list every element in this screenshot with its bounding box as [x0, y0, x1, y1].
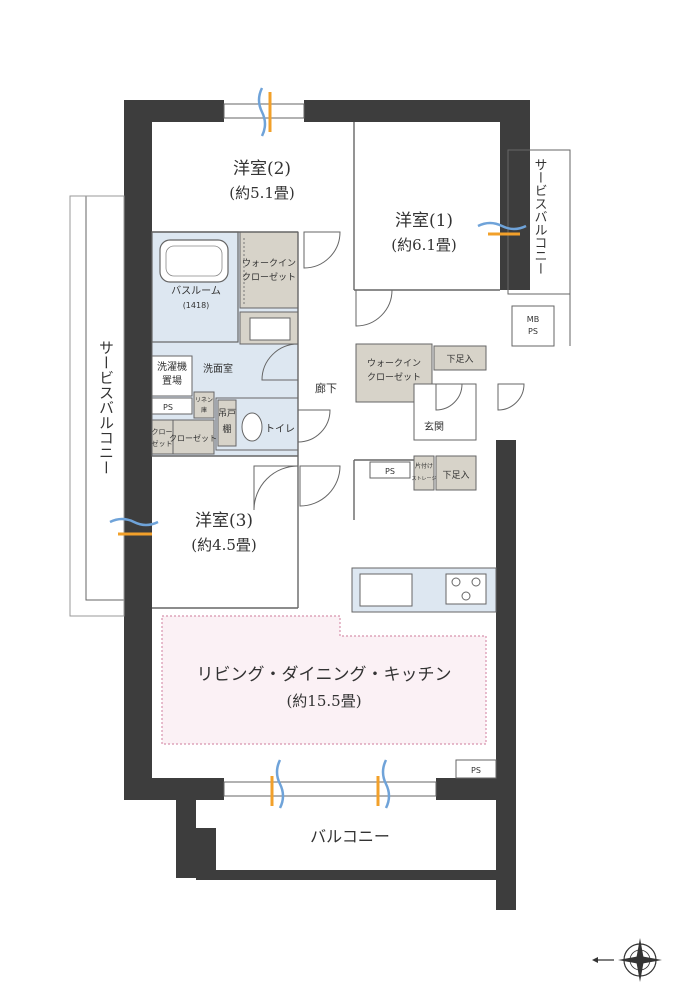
bathroom-size: (1418) — [183, 301, 210, 310]
burner-1 — [451, 577, 461, 587]
air-flow-top-icon — [257, 87, 267, 137]
wic-upper-line2: クローゼット — [242, 271, 296, 283]
door-western2 — [303, 231, 341, 269]
wall-left — [124, 100, 152, 800]
air-flow-left-icon — [109, 517, 159, 527]
storage-shelf — [413, 455, 435, 491]
linen-line1: リネン — [195, 397, 213, 404]
shoe-box-lower-label: 下足入 — [442, 470, 469, 481]
shoe-box-upper — [433, 345, 487, 371]
compass-icon — [592, 938, 662, 982]
washer-space — [151, 355, 193, 397]
entrance-label: 玄関 — [424, 420, 444, 433]
door-entrance — [497, 383, 525, 411]
western-room-1-name: 洋室(1) — [395, 211, 453, 231]
wall-balcony-bottom — [196, 870, 496, 880]
wic-upper-line1: ウォークイン — [242, 258, 296, 269]
wall-top-left — [124, 100, 224, 122]
ventilation-marks — [109, 87, 527, 809]
toilet-label: トイレ — [265, 424, 295, 435]
burner-3 — [461, 591, 471, 601]
shoe-box-upper-label: 下足入 — [446, 354, 473, 365]
bathtub — [159, 239, 229, 283]
mb-ps-label: PS — [528, 327, 538, 336]
mb-label: MB — [527, 315, 539, 324]
wall-bottom-right — [436, 778, 516, 800]
air-flow-bottom2-icon — [381, 759, 391, 809]
service-balcony-right-frame — [507, 149, 571, 295]
ldk-size: (約15.5畳) — [286, 692, 361, 710]
linen-storage — [193, 391, 215, 419]
service-balcony-left-outer — [69, 195, 125, 617]
ldk-area — [161, 615, 487, 745]
shoe-box-lower — [435, 455, 477, 491]
vanity-sink — [249, 317, 291, 341]
ldk-name: リビング・ダイニング・キッチン — [197, 665, 452, 685]
ps-left — [151, 397, 193, 415]
western-room-2-size: (約5.1畳) — [229, 184, 295, 202]
door-western1 — [355, 289, 393, 327]
wall-right-lower — [496, 440, 516, 910]
door-toilet — [297, 409, 331, 443]
washer-line1: 洗濯機 — [157, 360, 187, 373]
walk-in-closet-upper — [239, 231, 299, 309]
bathroom-name: バスルーム — [171, 285, 221, 297]
wall-bottom-left — [124, 778, 224, 800]
door-western3 — [253, 465, 299, 511]
floor-top — [192, 122, 500, 156]
toilet-shelf — [217, 399, 237, 447]
balcony-label: バルコニー — [310, 827, 390, 846]
door-washroom — [261, 343, 299, 381]
ps-bottom-label: PS — [471, 766, 481, 775]
western-room-3-name: 洋室(3) — [195, 511, 253, 531]
storage-shelf-line1: 片付け — [415, 462, 433, 470]
ps-middle — [369, 461, 411, 479]
burner-2 — [471, 577, 481, 587]
washroom-label: 洗面室 — [203, 362, 233, 375]
wic-mid-line1: ウォークイン — [367, 358, 421, 369]
service-balcony-right-label: サービスバルコニー — [532, 158, 548, 275]
bathtub-inner — [165, 245, 223, 277]
closet-a-line2: ゼット — [152, 439, 173, 448]
window-bottom — [223, 781, 437, 797]
air-flow-bottom1-icon — [275, 759, 285, 809]
air-flow-right-icon — [477, 221, 527, 231]
closet-a-line1: クロー — [152, 428, 173, 436]
toilet-bowl — [241, 412, 263, 442]
service-balcony-left-label: サービスバルコニー — [97, 340, 115, 475]
wic-mid-line2: クローゼット — [367, 371, 421, 383]
interior-walls — [152, 122, 500, 609]
western-room-1-size: (約6.1畳) — [391, 236, 457, 254]
closet-b-label: クローゼット — [169, 433, 217, 443]
ps-left-label: PS — [163, 403, 173, 412]
corridor-label: 廊下 — [315, 381, 337, 395]
linen-line2: 庫 — [201, 406, 207, 414]
toilet-shelf-line2: 棚 — [222, 423, 231, 435]
ps-bottom — [455, 759, 497, 779]
storage-shelf-line2: ストレージ — [412, 476, 437, 482]
kitchen-sink — [359, 573, 413, 607]
wall-balcony-step2 — [176, 828, 216, 852]
wall-balcony-step1 — [176, 800, 196, 828]
closet-block — [151, 419, 215, 455]
western-room-3-size: (約4.5畳) — [191, 536, 257, 554]
toilet-shelf-line1: 吊戸 — [218, 408, 236, 419]
washer-line2: 置場 — [162, 374, 182, 387]
exterior-walls — [124, 100, 530, 910]
door-shoe-upper — [435, 383, 463, 411]
mb-ps-box — [511, 305, 555, 347]
door-corridor — [299, 465, 341, 507]
ps-middle-label: PS — [385, 467, 395, 476]
door-swings — [253, 231, 525, 511]
wall-top-right — [304, 100, 530, 122]
western-room-2-name: 洋室(2) — [233, 159, 291, 179]
